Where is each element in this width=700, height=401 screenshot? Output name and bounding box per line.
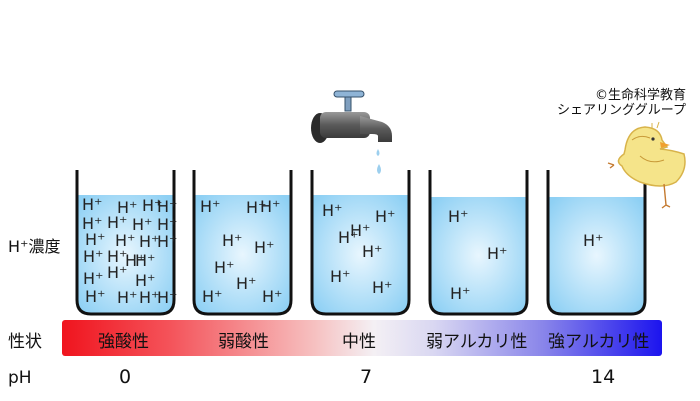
water-strong-alkaline bbox=[548, 197, 645, 314]
h-ion-neutral-4: H⁺ bbox=[330, 267, 350, 286]
faucet-icon bbox=[311, 90, 392, 143]
h-ion-strong-acid-11: H⁺ bbox=[135, 251, 155, 270]
beaker-weak-acid bbox=[192, 170, 293, 316]
label-neutral: 中性 bbox=[342, 332, 376, 352]
beaker-neutral bbox=[310, 170, 411, 316]
h-ion-strong-acid-2: H⁺ bbox=[142, 196, 162, 215]
beaker-strong-acid bbox=[75, 170, 176, 316]
h-ion-strong-acid-0: H⁺ bbox=[82, 195, 102, 214]
ph-value-0: 0 bbox=[119, 366, 132, 388]
h-ion-strong-acid-3: H⁺ bbox=[82, 214, 102, 233]
water-strong-acid bbox=[77, 195, 174, 314]
water-drop-icon bbox=[376, 149, 381, 174]
property-label: 性状 bbox=[8, 332, 42, 352]
copyright-line-2: シェアリンググループ bbox=[557, 103, 686, 118]
h-ion-strong-acid-5: H⁺ bbox=[132, 215, 152, 234]
h-ion-weak-acid-5: H⁺ bbox=[236, 274, 256, 293]
h-ion-weak-acid-1: H⁺ bbox=[260, 197, 280, 216]
water-neutral bbox=[312, 195, 409, 314]
h-ion-weak-acid-3: H⁺ bbox=[254, 238, 274, 257]
h-ion-strong-acid-10: H⁺ bbox=[107, 247, 127, 266]
h-ion-strong-acid-20: H⁺ bbox=[157, 232, 177, 251]
h-ion-weak-alkaline-2: H⁺ bbox=[450, 284, 470, 303]
label-weak-alkaline: 弱アルカリ性 bbox=[426, 332, 528, 352]
label-weak-acid: 弱酸性 bbox=[218, 332, 269, 352]
label-strong-alkaline: 強アルカリ性 bbox=[548, 332, 650, 352]
h-ion-strong-acid-18: H⁺ bbox=[157, 197, 177, 216]
h-ion-strong-acid-4: H⁺ bbox=[107, 213, 127, 232]
h-ion-strong-acid-7: H⁺ bbox=[115, 231, 135, 250]
h-ion-strong-acid-21: H⁺ bbox=[125, 251, 145, 270]
h-ion-neutral-6: H⁺ bbox=[350, 221, 370, 240]
h-ion-strong-acid-9: H⁺ bbox=[83, 247, 103, 266]
h-ion-strong-acid-13: H⁺ bbox=[83, 269, 103, 288]
ph-gradient-bar bbox=[62, 320, 662, 356]
ph-value-7: 7 bbox=[360, 366, 373, 388]
cups-group: H⁺H⁺H⁺H⁺H⁺H⁺H⁺H⁺H⁺H⁺H⁺H⁺H⁺H⁺H⁺H⁺H⁺H⁺H⁺H⁺… bbox=[75, 170, 647, 316]
h-ion-weak-acid-2: H⁺ bbox=[222, 231, 242, 250]
h-ion-strong-acid-15: H⁺ bbox=[85, 287, 105, 306]
h-ion-strong-acid-1: H⁺ bbox=[117, 198, 137, 217]
beaker-strong-alkaline bbox=[546, 170, 647, 316]
h-ion-strong-acid-12: H⁺ bbox=[107, 263, 127, 282]
h-ion-neutral-5: H⁺ bbox=[372, 278, 392, 297]
h-ion-weak-alkaline-1: H⁺ bbox=[487, 244, 507, 263]
ph-value-14: 14 bbox=[591, 366, 616, 388]
h-ion-weak-alkaline-0: H⁺ bbox=[448, 207, 468, 226]
h-ion-neutral-3: H⁺ bbox=[362, 242, 382, 261]
ph-label: pH bbox=[8, 368, 32, 388]
h-ion-strong-acid-17: H⁺ bbox=[139, 288, 159, 307]
h-ion-strong-acid-16: H⁺ bbox=[117, 288, 137, 307]
h-ion-strong-acid-19: H⁺ bbox=[157, 215, 177, 234]
h-ion-strong-acid-6: H⁺ bbox=[85, 230, 105, 249]
h-ion-weak-acid-7: H⁺ bbox=[262, 287, 282, 306]
h-ion-weak-acid-6: H⁺ bbox=[202, 287, 222, 306]
h-ion-weak-acid-0: H⁺ bbox=[200, 197, 220, 216]
h-ion-concentration-label: H⁺濃度 bbox=[8, 237, 61, 256]
h-ion-strong-acid-14: H⁺ bbox=[135, 271, 155, 290]
h-ion-neutral-1: H⁺ bbox=[375, 207, 395, 226]
chick-illustration bbox=[607, 121, 686, 209]
label-strong-acid: 強酸性 bbox=[98, 332, 149, 352]
h-ion-weak-acid-4: H⁺ bbox=[214, 258, 234, 277]
copyright-text: ©生命科学教育 シェアリンググループ bbox=[557, 88, 686, 118]
h-ion-neutral-0: H⁺ bbox=[322, 201, 342, 220]
water-weak-alkaline bbox=[430, 197, 527, 314]
water-weak-acid bbox=[194, 195, 291, 314]
beaker-weak-alkaline bbox=[428, 170, 529, 316]
copyright-line-1: ©生命科学教育 bbox=[594, 88, 686, 103]
h-ion-strong-alkaline-0: H⁺ bbox=[583, 231, 603, 250]
h-ion-strong-acid-22: H⁺ bbox=[157, 288, 177, 307]
h-ion-strong-acid-8: H⁺ bbox=[139, 232, 159, 251]
h-ion-neutral-2: H⁺ bbox=[338, 228, 358, 247]
h-ion-weak-acid-8: H⁺ bbox=[246, 198, 266, 217]
